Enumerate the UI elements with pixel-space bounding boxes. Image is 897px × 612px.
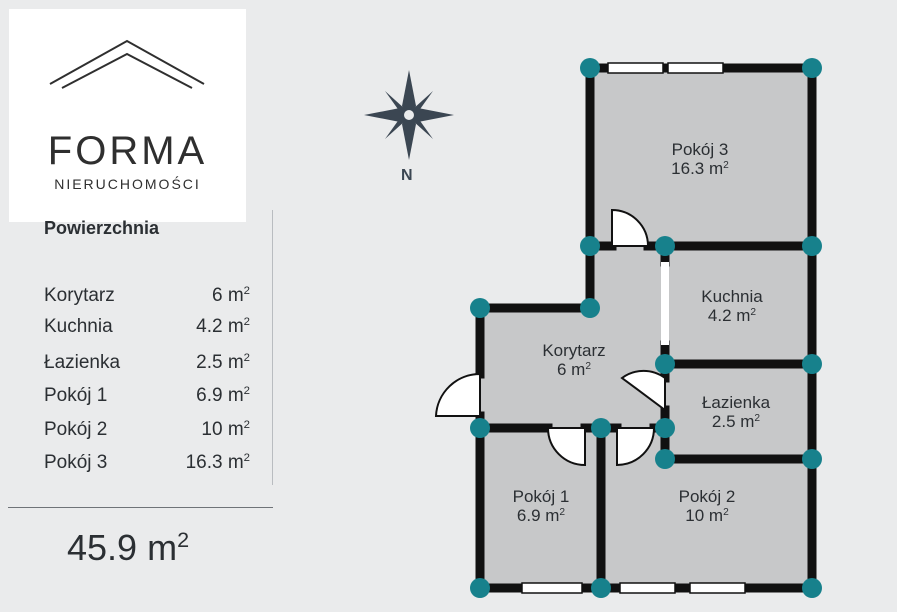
summary-title: Powierzchnia bbox=[44, 218, 160, 238]
divider-horizontal bbox=[8, 507, 273, 508]
door-icon bbox=[620, 369, 666, 412]
summary-room-name: Pokój 3 bbox=[44, 452, 108, 473]
summary-room-name: Kuchnia bbox=[44, 316, 113, 337]
room-label-pokoj1: Pokój 1 6.9 m2 bbox=[471, 487, 611, 525]
summary-room-area: 16.3 m2 bbox=[185, 452, 250, 473]
room-label-kuchnia: Kuchnia 4.2 m2 bbox=[662, 287, 802, 325]
summary-room-area: 4.2 m2 bbox=[196, 316, 250, 337]
summary-row: Pokój 2 10 m2 bbox=[44, 419, 250, 445]
summary-room-name: Pokój 2 bbox=[44, 419, 108, 440]
room-name: Pokój 2 bbox=[678, 487, 736, 506]
room-label-pokoj2: Pokój 2 10 m2 bbox=[637, 487, 777, 525]
summary-room-area: 2.5 m2 bbox=[196, 352, 250, 373]
divider-vertical bbox=[272, 210, 273, 485]
room-name: Pokój 3 bbox=[671, 140, 729, 159]
wall-nodes bbox=[470, 58, 822, 598]
room-label-pokoj3: Pokój 3 16.3 m2 bbox=[630, 140, 770, 178]
compass-icon bbox=[364, 70, 454, 160]
door-icon bbox=[611, 208, 650, 247]
summary-room-area: 10 m2 bbox=[201, 419, 250, 440]
room-area: 2.5 m2 bbox=[711, 412, 761, 431]
door-icon bbox=[434, 372, 481, 417]
summary-room-name: Łazienka bbox=[44, 352, 121, 373]
room-kuchnia bbox=[665, 246, 812, 364]
room-name: Korytarz bbox=[542, 341, 606, 360]
summary-row: Pokój 3 16.3 m2 bbox=[44, 452, 250, 478]
logo-name: FORMA bbox=[47, 129, 208, 173]
summary-room-area: 6 m2 bbox=[211, 285, 250, 306]
logo-subtitle: NIERUCHOMOŚCI bbox=[54, 176, 201, 192]
summary-row: Łazienka 2.5 m2 bbox=[44, 352, 250, 378]
room-name: Łazienka bbox=[701, 393, 771, 412]
room-area: 6.9 m2 bbox=[516, 506, 566, 525]
door-icon bbox=[546, 427, 586, 467]
summary-row: Pokój 1 6.9 m2 bbox=[44, 385, 250, 411]
compass-north-label: N bbox=[401, 167, 413, 184]
room-label-korytarz: Korytarz 6 m2 bbox=[504, 341, 644, 379]
room-pokoj2 bbox=[601, 428, 812, 588]
room-label-lazienka: Łazienka 2.5 m2 bbox=[666, 393, 806, 431]
summary-row: Korytarz 6 m2 bbox=[44, 285, 250, 311]
room-name: Kuchnia bbox=[701, 287, 763, 306]
company-logo: FORMA NIERUCHOMOŚCI bbox=[9, 9, 246, 222]
room-name: Pokój 1 bbox=[512, 487, 570, 506]
doors bbox=[434, 208, 666, 467]
door-icon bbox=[616, 427, 656, 467]
summary-room-name: Pokój 1 bbox=[44, 385, 108, 406]
summary-room-area: 6.9 m2 bbox=[196, 385, 250, 406]
room-area: 10 m2 bbox=[685, 506, 729, 525]
total-area: 45.9 m2 bbox=[67, 527, 190, 568]
room-lazienka bbox=[665, 364, 812, 459]
windows bbox=[521, 62, 746, 594]
room-area: 6 m2 bbox=[556, 360, 591, 379]
room-area: 4.2 m2 bbox=[707, 306, 757, 325]
summary-room-name: Korytarz bbox=[44, 285, 115, 306]
house-roof-icon bbox=[49, 39, 205, 89]
room-area: 16.3 m2 bbox=[671, 159, 729, 178]
room-korytarz bbox=[480, 246, 665, 428]
summary-row: Kuchnia 4.2 m2 bbox=[44, 316, 250, 342]
